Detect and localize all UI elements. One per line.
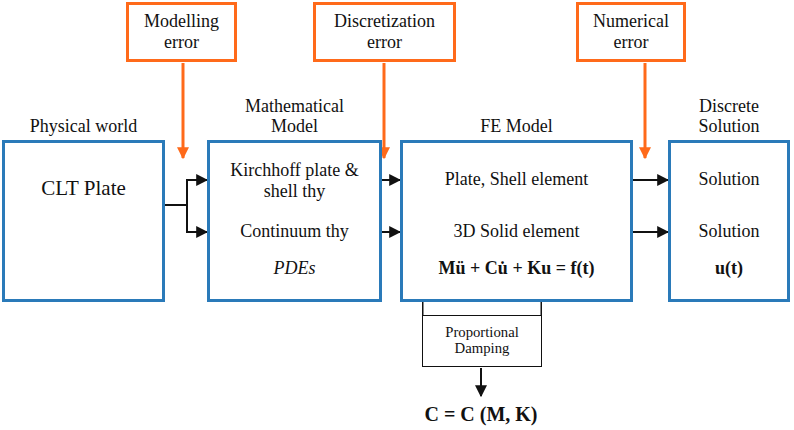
stage-heading: Physical world: [9, 116, 159, 137]
stage-box: FE ModelPlate, Shell element3D Solid ele…: [400, 140, 633, 302]
box-text: Proportional Damping: [428, 324, 536, 358]
error-arrow: [644, 63, 647, 158]
stage-box: Physical worldCLT Plate: [2, 140, 165, 302]
stage-box: Discrete SolutionSolutionSolutionu(t): [668, 140, 790, 302]
box-text: Solution: [698, 221, 759, 242]
flow-connector: [165, 180, 207, 205]
box-text: Plate, Shell element: [445, 169, 588, 190]
box-text: Discretization error: [329, 11, 441, 52]
flow-connector: [423, 302, 542, 315]
damping-arrow: [480, 368, 482, 396]
box-text: Solution: [698, 169, 759, 190]
box-text: Mü + Cu̇ + Ku = f(t): [439, 258, 595, 279]
box-text: Continuum thy: [240, 221, 349, 242]
box-text: CLT Plate: [41, 176, 126, 200]
box-text: Numerical error: [587, 11, 675, 52]
stage-heading: Discrete Solution: [679, 96, 779, 137]
box-text: PDEs: [274, 258, 316, 279]
stage-box: Mathematical ModelKirchhoff plate & shel…: [207, 140, 382, 302]
error-arrow: [383, 63, 386, 158]
flow-connector: [633, 179, 668, 181]
flow-connector: [382, 231, 400, 233]
error-box: Modelling error: [126, 2, 237, 62]
box-text: 3D Solid element: [454, 221, 580, 242]
stage-heading: Mathematical Model: [235, 96, 355, 137]
formula-label: C = C (M, K): [424, 403, 537, 426]
box-text: u(t): [715, 258, 743, 279]
error-box: Discretization error: [313, 2, 456, 62]
box-text: Kirchhoff plate & shell thy: [220, 160, 370, 201]
flow-connector: [633, 231, 668, 233]
damping-box: Proportional Damping: [422, 315, 542, 367]
error-arrow: [182, 63, 185, 158]
error-box: Numerical error: [576, 2, 686, 62]
flow-connector: [165, 205, 207, 232]
stage-heading: FE Model: [427, 116, 607, 137]
box-text: Modelling error: [136, 11, 228, 52]
flow-connector: [382, 179, 400, 181]
